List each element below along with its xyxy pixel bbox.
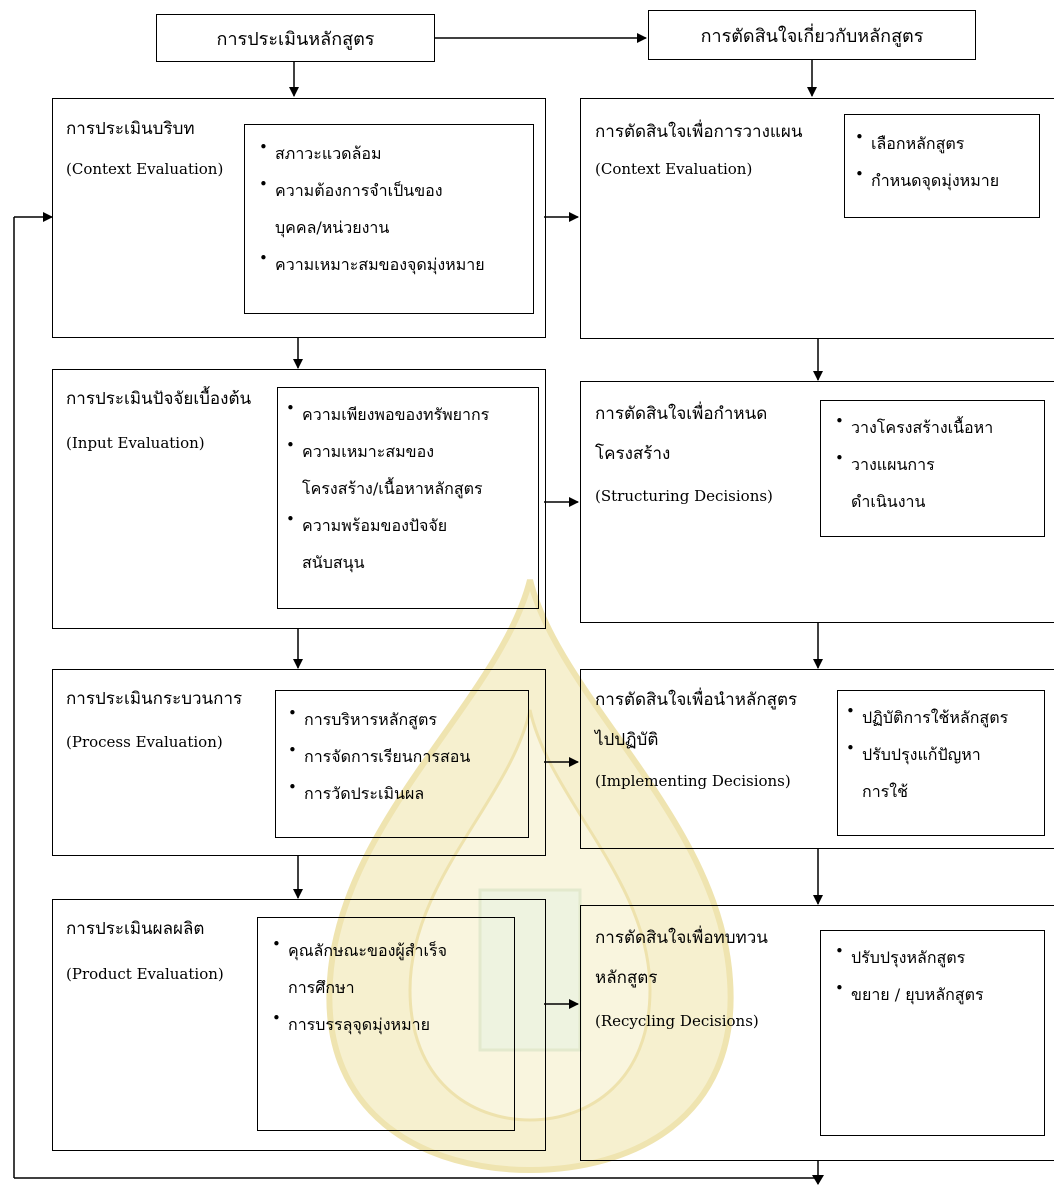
recycling-decisions-title: การตัดสินใจเพื่อทบทวน xyxy=(595,928,768,948)
recycling-decisions-box xyxy=(580,905,1054,1161)
process-evaluation-box xyxy=(52,669,546,856)
context-evaluation-box xyxy=(52,98,546,338)
implementing-decisions-box xyxy=(580,669,1054,849)
list-item: การใช้ xyxy=(862,782,908,801)
context-evaluation-items: สภาวะแวดล้อม ความต้องการจำเป็นของ บุคคล/… xyxy=(244,124,534,314)
process-evaluation-en: (Process Evaluation) xyxy=(66,733,223,751)
header-left-label: การประเมินหลักสูตร xyxy=(216,28,375,50)
recycling-decisions-title-2: หลักสูตร xyxy=(595,968,658,988)
list-item: เลือกหลักสูตร xyxy=(851,119,1039,162)
list-item: ปรับปรุงหลักสูตร xyxy=(831,933,1044,976)
implementing-decisions-title: การตัดสินใจเพื่อนำหลักสูตร xyxy=(595,690,798,710)
list-item: ปรับปรุงแก้ปัญหา xyxy=(842,730,1044,773)
list-item: ความต้องการจำเป็นของ xyxy=(255,166,533,209)
process-evaluation-items: การบริหารหลักสูตร การจัดการเรียนการสอน ก… xyxy=(275,690,529,838)
implementing-decisions-title-2: ไปปฏิบัติ xyxy=(595,730,659,750)
structuring-decisions-en: (Structuring Decisions) xyxy=(595,487,773,505)
input-evaluation-en: (Input Evaluation) xyxy=(66,434,205,452)
context-evaluation-title: การประเมินบริบท xyxy=(66,119,195,139)
recycling-decisions-en: (Recycling Decisions) xyxy=(595,1012,759,1030)
structuring-decisions-items: วางโครงสร้างเนื้อหา วางแผนการ ดำเนินงาน xyxy=(820,400,1045,537)
structuring-decisions-box xyxy=(580,381,1054,623)
implementing-decisions-items: ปฏิบัติการใช้หลักสูตร ปรับปรุงแก้ปัญหา ก… xyxy=(837,690,1045,836)
input-evaluation-title: การประเมินปัจจัยเบื้องต้น xyxy=(66,389,252,409)
list-item: โครงสร้าง/เนื้อหาหลักสูตร xyxy=(302,479,483,498)
product-evaluation-title: การประเมินผลผลิต xyxy=(66,919,205,939)
header-curriculum-evaluation: การประเมินหลักสูตร xyxy=(156,14,435,62)
planning-decisions-items: เลือกหลักสูตร กำหนดจุดมุ่งหมาย xyxy=(844,114,1040,218)
implementing-decisions-en: (Implementing Decisions) xyxy=(595,772,791,790)
list-item: กำหนดจุดมุ่งหมาย xyxy=(851,156,1039,199)
context-evaluation-en: (Context Evaluation) xyxy=(66,160,224,178)
planning-decisions-en: (Context Evaluation) xyxy=(595,160,753,178)
list-item: วางแผนการ xyxy=(831,440,1044,483)
list-item: สภาวะแวดล้อม xyxy=(255,129,533,172)
list-item: วางโครงสร้างเนื้อหา xyxy=(831,403,1044,446)
list-item: ปฏิบัติการใช้หลักสูตร xyxy=(842,693,1044,736)
input-evaluation-box xyxy=(52,369,546,629)
list-item: คุณลักษณะของผู้สำเร็จ xyxy=(268,926,514,969)
list-item: การวัดประเมินผล xyxy=(284,769,528,812)
list-item: บุคคล/หน่วยงาน xyxy=(275,218,390,237)
list-item: ความเหมาะสมของ xyxy=(282,427,538,470)
list-item: ดำเนินงาน xyxy=(851,492,926,511)
header-right-label: การตัดสินใจเกี่ยวกับหลักสูตร xyxy=(700,25,924,47)
list-item: ความเพียงพอของทรัพยากร xyxy=(282,390,538,433)
list-item: การศึกษา xyxy=(288,978,355,997)
planning-decisions-title: การตัดสินใจเพื่อการวางแผน xyxy=(595,122,803,142)
product-evaluation-box xyxy=(52,899,546,1151)
structuring-decisions-title: การตัดสินใจเพื่อกำหนด xyxy=(595,404,768,424)
list-item: ขยาย / ยุบหลักสูตร xyxy=(831,970,1044,1013)
header-curriculum-decisions: การตัดสินใจเกี่ยวกับหลักสูตร xyxy=(648,10,976,60)
list-item: ความเหมาะสมของจุดมุ่งหมาย xyxy=(255,240,533,283)
input-evaluation-items: ความเพียงพอของทรัพยากร ความเหมาะสมของ โค… xyxy=(277,387,539,609)
product-evaluation-items: คุณลักษณะของผู้สำเร็จ การศึกษา การบรรลุจ… xyxy=(257,917,515,1131)
list-item: การบริหารหลักสูตร xyxy=(284,695,528,738)
structuring-decisions-title-2: โครงสร้าง xyxy=(595,444,671,464)
list-item: สนับสนุน xyxy=(302,553,365,572)
list-item: การบรรลุจุดมุ่งหมาย xyxy=(268,1000,514,1043)
planning-decisions-box xyxy=(580,98,1054,339)
recycling-decisions-items: ปรับปรุงหลักสูตร ขยาย / ยุบหลักสูตร xyxy=(820,930,1045,1136)
process-evaluation-title: การประเมินกระบวนการ xyxy=(66,689,243,709)
product-evaluation-en: (Product Evaluation) xyxy=(66,965,224,983)
list-item: การจัดการเรียนการสอน xyxy=(284,732,528,775)
list-item: ความพร้อมของปัจจัย xyxy=(282,501,538,544)
